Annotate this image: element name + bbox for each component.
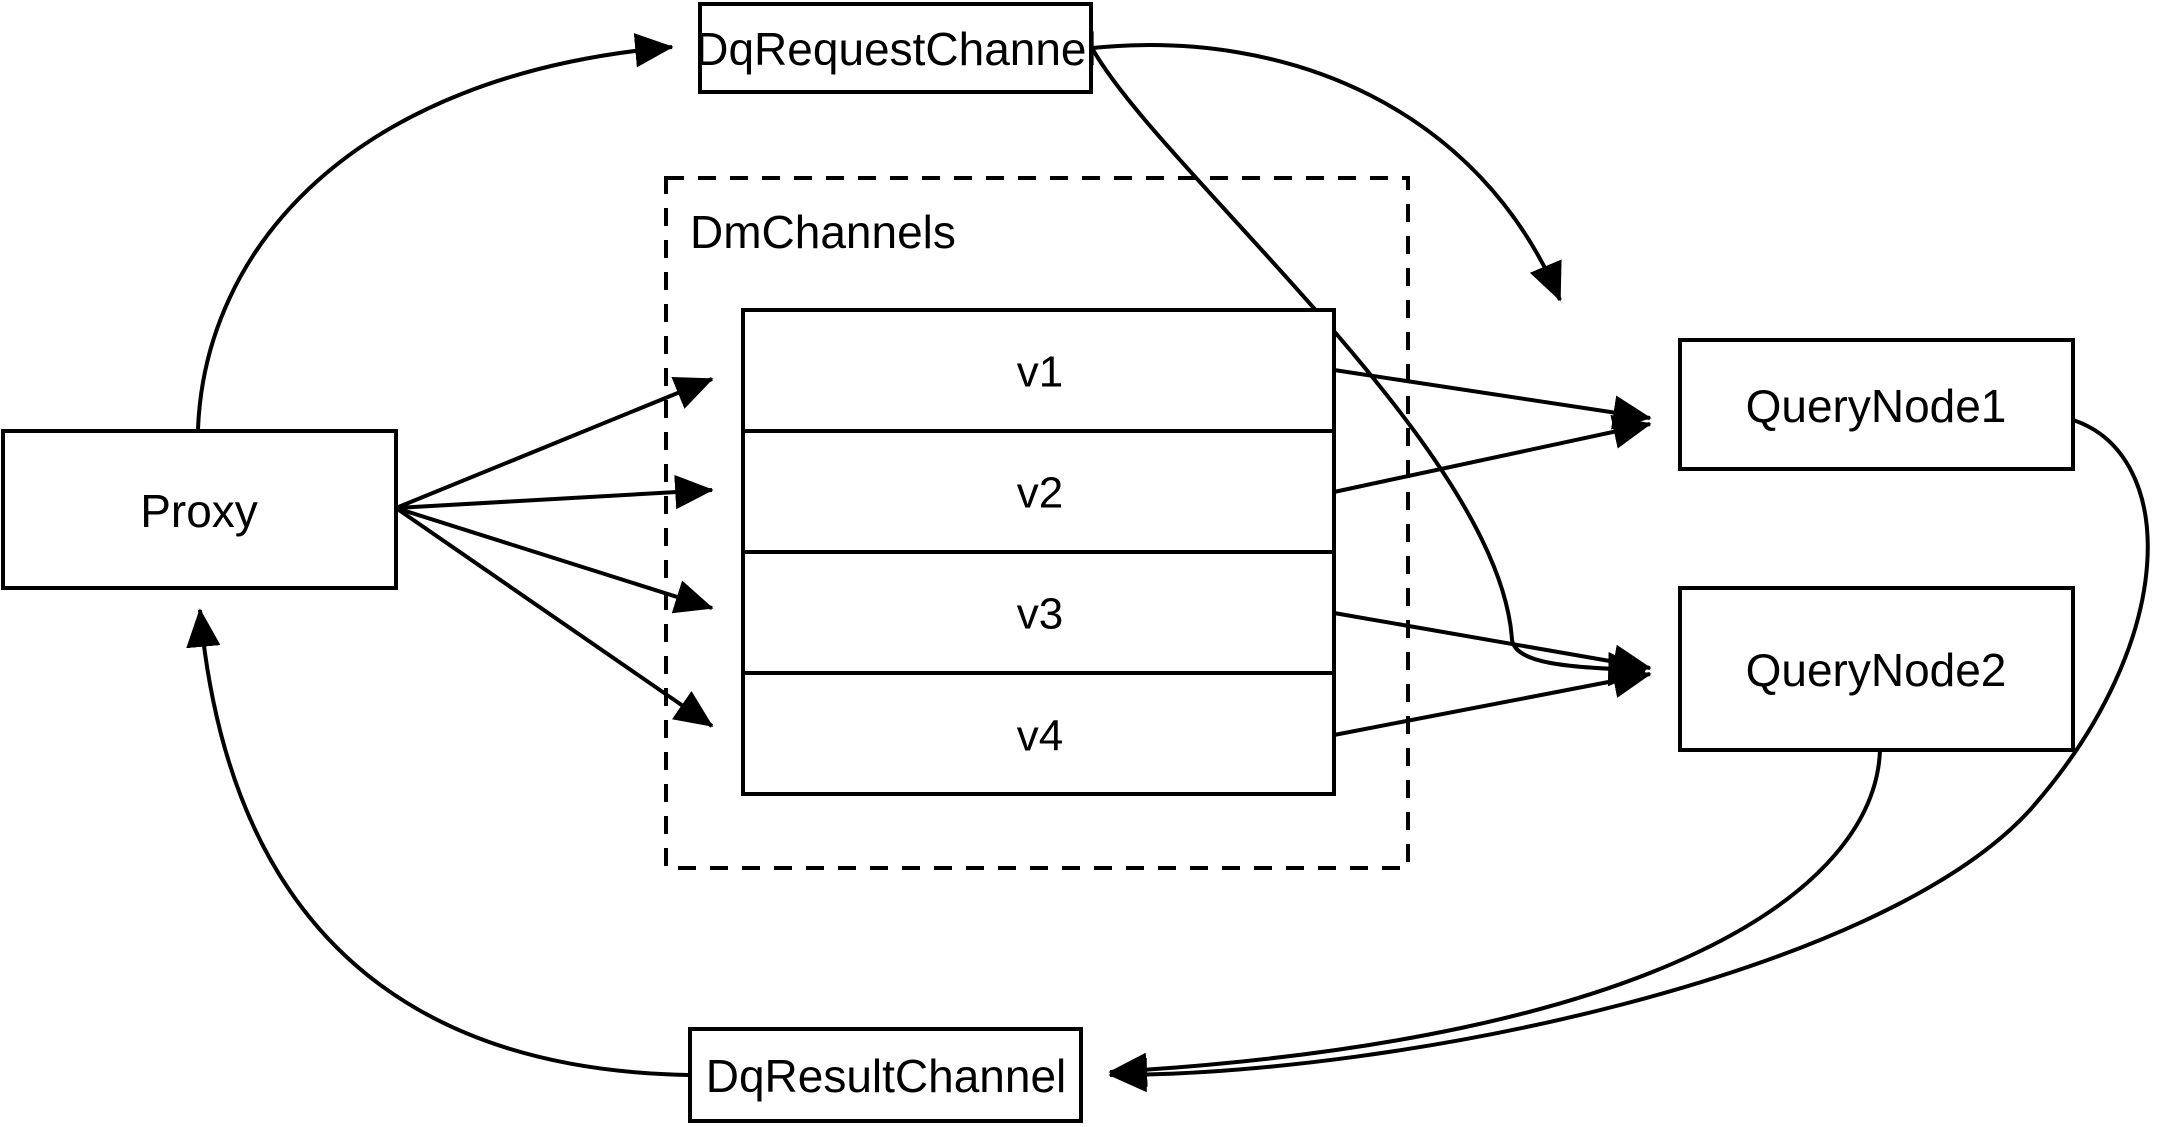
edge-proxy-to-dqrequestchannel	[196, 33, 674, 430]
edge-dqrequestchannel-to-querynode2	[1090, 47, 1647, 687]
edge-v1-to-querynode1	[1333, 368, 1652, 430]
vchannel-row-v1-label: v1	[1017, 348, 1063, 397]
node-query-node-1[interactable]	[1678, 338, 2075, 471]
edge-v4-to-querynode2	[1333, 664, 1652, 737]
vchannel-row-v4-label: v4	[1017, 712, 1063, 761]
node-proxy[interactable]	[1, 429, 398, 590]
edge-proxy-to-v2	[395, 474, 714, 510]
node-dq-request-channel[interactable]	[698, 2, 1093, 94]
dmchannels-group-label: DmChannels	[690, 206, 956, 258]
edge-proxy-to-v4	[394, 506, 714, 728]
node-query-node-2[interactable]	[1678, 586, 2075, 752]
edge-querynode2-to-dqresultchannel	[1108, 749, 1882, 1088]
node-dq-request-channel-label: DqRequestChannel	[695, 23, 1097, 75]
edge-dqresultchannel-to-proxy	[186, 608, 689, 1077]
dmchannels-group-border	[664, 176, 1410, 870]
node-dq-result-channel[interactable]	[688, 1027, 1083, 1123]
edge-v3-to-querynode2	[1333, 611, 1652, 679]
edge-v2-to-querynode1	[1333, 414, 1652, 494]
edge-proxy-to-v3	[395, 506, 714, 614]
edge-dqrequestchannel-to-querynode1	[1091, 43, 1562, 302]
node-proxy-label: Proxy	[140, 485, 258, 537]
node-query-node-2-label: QueryNode2	[1746, 644, 2007, 696]
edge-proxy-to-v1	[395, 376, 714, 510]
node-dq-result-channel-label: DqResultChannel	[706, 1050, 1067, 1102]
vchannel-row-v3-label: v3	[1017, 590, 1063, 639]
vchannel-row-v2-label: v2	[1017, 469, 1063, 518]
edge-querynode1-to-dqresultchannel	[1108, 418, 2150, 1093]
node-query-node-1-label: QueryNode1	[1746, 380, 2007, 432]
